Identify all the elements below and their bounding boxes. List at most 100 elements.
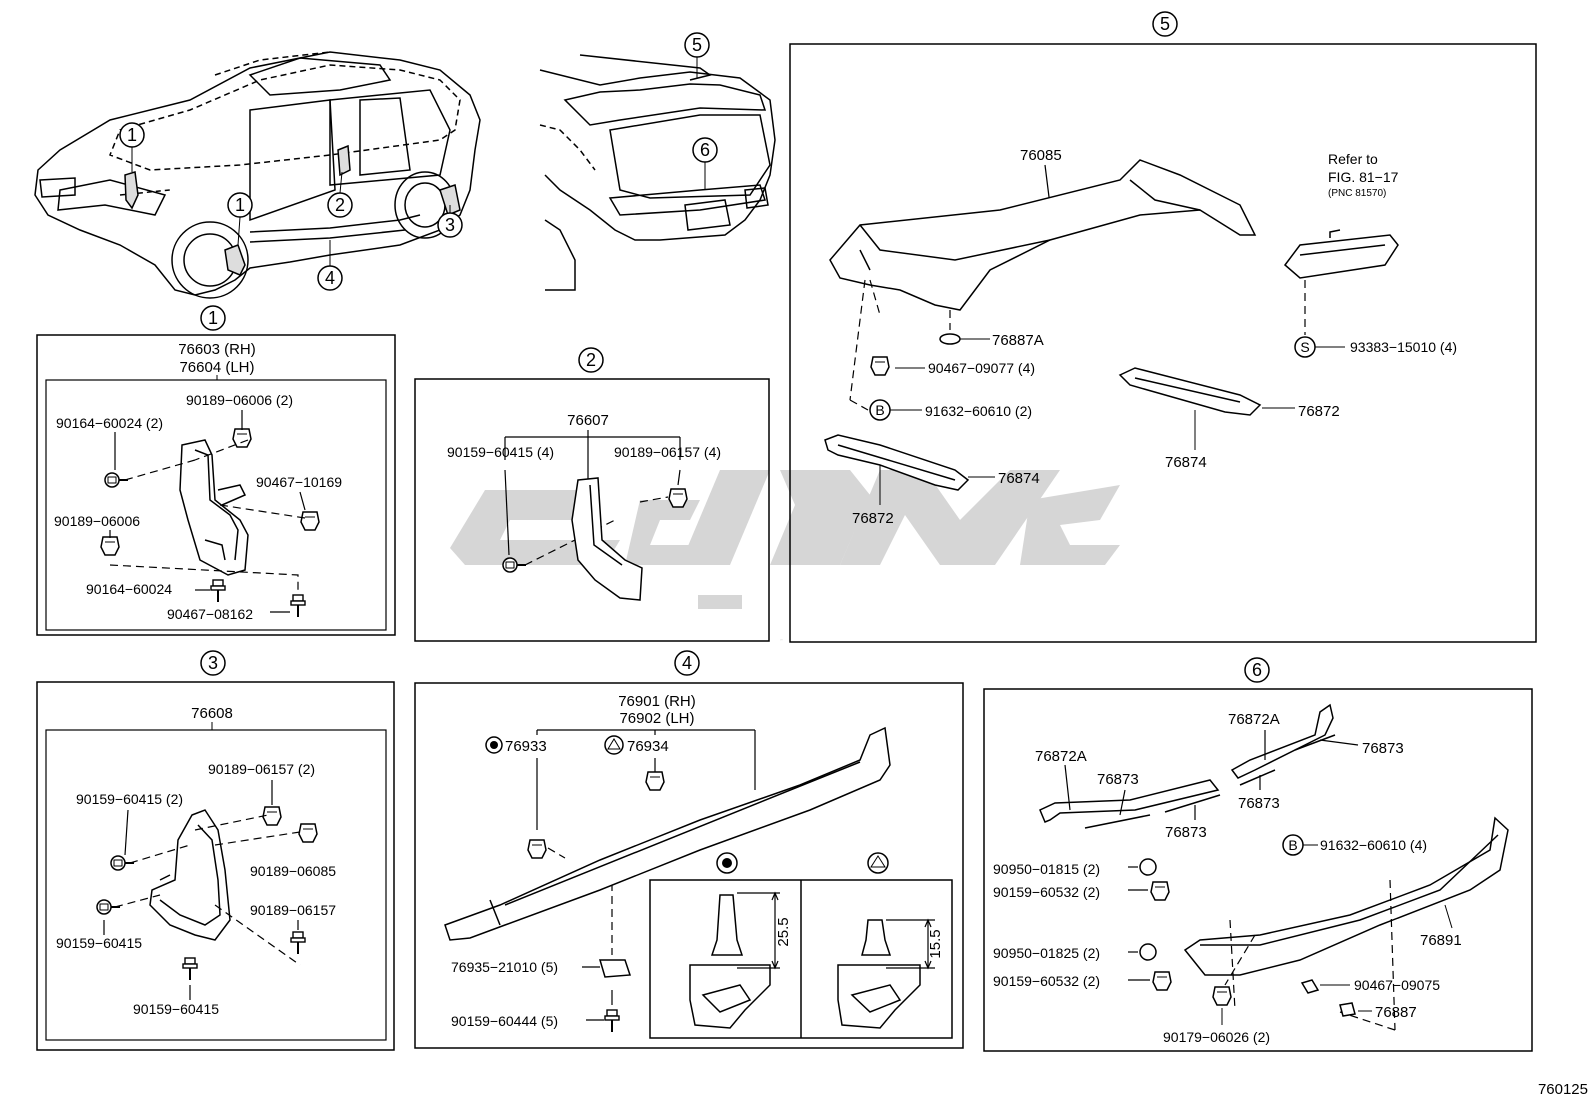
label-90159-60415-2: 90159−60415 (2) <box>76 791 183 807</box>
svg-text:1: 1 <box>127 125 137 145</box>
callout-6-rear: 6 <box>692 137 718 190</box>
panel-1: 1 76603 (RH) 76604 (LH) 90189−06006 (2) … <box>36 305 396 636</box>
callout-1b: 1 <box>227 192 253 246</box>
label-76873-a: 76873 <box>1362 740 1404 757</box>
rear-garnish-76891 <box>1183 816 1509 976</box>
callout-1a: 1 <box>119 122 145 172</box>
mudguard-rear <box>149 809 231 941</box>
pad-76887 <box>1339 1002 1356 1017</box>
panel-2-title: 76607 <box>567 412 609 429</box>
label-93383-15010: 93383−15010 (4) <box>1350 339 1457 355</box>
label-76935-21010: 76935−21010 (5) <box>451 959 558 975</box>
callout-2: 2 <box>327 171 353 218</box>
label-90159-60444: 90159−60444 (5) <box>451 1013 558 1029</box>
car-overview-rear <box>539 54 776 291</box>
label-76872-left: 76872 <box>852 510 894 527</box>
svg-text:5: 5 <box>692 35 702 55</box>
label-90189-06006-2: 90189−06006 (2) <box>186 392 293 408</box>
label-76874-left: 76874 <box>998 470 1040 487</box>
symbol-B-p5: B <box>875 402 884 418</box>
seal-76874-right <box>1118 367 1262 416</box>
clip-76934 <box>645 771 665 791</box>
svg-text:6: 6 <box>700 140 710 160</box>
label-90467-09077: 90467−09077 (4) <box>928 360 1035 376</box>
label-90189-06157: 90189−06157 <box>250 902 336 918</box>
car-overview-side <box>34 51 481 299</box>
label-90159-60415-4: 90159−60415 (4) <box>447 444 554 460</box>
label-76891: 76891 <box>1420 932 1462 949</box>
symbol-S: S <box>1300 339 1309 355</box>
label-90950-01815: 90950−01815 (2) <box>993 861 1100 877</box>
label-90179-06026: 90179−06026 (2) <box>1163 1029 1270 1045</box>
label-76872A-left: 76872A <box>1035 748 1087 765</box>
label-76872-right: 76872 <box>1298 403 1340 420</box>
label-90189-06157-2: 90189−06157 (2) <box>208 761 315 777</box>
label-90467-09075: 90467−09075 <box>1354 977 1440 993</box>
leaders-p3 <box>103 780 301 1000</box>
label-90159-60532-b: 90159−60532 (2) <box>993 973 1100 989</box>
label-91632-60610-4: 91632−60610 (4) <box>1320 837 1427 853</box>
label-76887A: 76887A <box>992 332 1044 349</box>
refer-line-2: FIG. 81−17 <box>1328 169 1399 185</box>
panel-1-title-rh: 76603 (RH) <box>178 341 256 358</box>
stop-lamp <box>1283 229 1399 279</box>
panel-4-title-lh: 76902 (LH) <box>619 710 694 727</box>
rocker-moulding <box>444 726 891 941</box>
panel-2-number: 2 <box>586 350 596 370</box>
label-90467-08162: 90467−08162 <box>167 606 253 622</box>
svg-text:4: 4 <box>325 268 335 288</box>
callout-5-rear: 5 <box>684 32 710 78</box>
refer-line-3: (PNC 81570) <box>1328 188 1386 199</box>
label-90159-60532-a: 90159−60532 (2) <box>993 884 1100 900</box>
watermark-text: تويوتي <box>780 639 784 641</box>
clip-detail-a <box>689 894 771 1029</box>
symbol-76934: 76934 <box>604 735 669 755</box>
label-76873-d: 76873 <box>1165 824 1207 841</box>
panel-3-title: 76608 <box>191 705 233 722</box>
panel-5: 5 76085 Refer to FIG. 81−17 (PNC 81570) … <box>789 11 1537 643</box>
seal-strips-p6 <box>1039 703 1336 829</box>
symbol-B-p6: B <box>1288 837 1297 853</box>
panel-3: 3 76608 90189−06157 (2) 90159−60415 (2) … <box>36 650 395 1051</box>
rear-spoiler <box>829 159 1257 311</box>
label-90159-60415-a: 90159−60415 <box>56 935 142 951</box>
watermark: تويوتي <box>450 470 1120 641</box>
panel-2: 2 76607 90159−60415 (4) 90189−06157 (4) <box>414 347 770 642</box>
seal-76874-left <box>824 434 970 491</box>
label-76085: 76085 <box>1020 147 1062 164</box>
label-90950-01825: 90950−01825 (2) <box>993 945 1100 961</box>
screw-90159-60444 <box>604 1009 620 1033</box>
mudguard-side <box>571 477 643 601</box>
clip-90467-09077 <box>870 356 890 376</box>
label-76872A-right: 76872A <box>1228 711 1280 728</box>
clip-detail-b <box>837 919 921 1029</box>
panel-4-number: 4 <box>682 653 692 673</box>
figure-number: 760125 <box>1538 1081 1588 1098</box>
label-90164-60024: 90164−60024 <box>86 581 172 597</box>
mudguard-front <box>179 439 249 576</box>
symbol-76933: 76933 <box>485 736 547 755</box>
label-91632-60610-2: 91632−60610 (2) <box>925 403 1032 419</box>
label-76874-right: 76874 <box>1165 454 1207 471</box>
panel-5-number: 5 <box>1160 14 1170 34</box>
callout-4: 4 <box>317 240 343 291</box>
label-90189-06006: 90189−06006 <box>54 513 140 529</box>
svg-text:3: 3 <box>445 215 455 235</box>
bracket-76935 <box>598 959 632 978</box>
panel-1-title-lh: 76604 (LH) <box>179 359 254 376</box>
panel-6-number: 6 <box>1252 660 1262 680</box>
label-90467-10169: 90467−10169 <box>256 474 342 490</box>
fasteners-p6 <box>1139 858 1232 1006</box>
car-callouts: 1 1 2 3 4 <box>119 122 463 291</box>
svg-text:2: 2 <box>335 195 345 215</box>
svg-text:1: 1 <box>235 195 245 215</box>
label-90164-60024-2: 90164−60024 (2) <box>56 415 163 431</box>
svg-text:76933: 76933 <box>505 738 547 755</box>
svg-text:76934: 76934 <box>627 738 669 755</box>
label-90159-60415-b: 90159−60415 <box>133 1001 219 1017</box>
panel-1-number: 1 <box>208 308 218 328</box>
clip-76933 <box>527 839 547 859</box>
dim-15-5: 15.5 <box>927 929 944 958</box>
refer-line-1: Refer to <box>1328 151 1378 167</box>
